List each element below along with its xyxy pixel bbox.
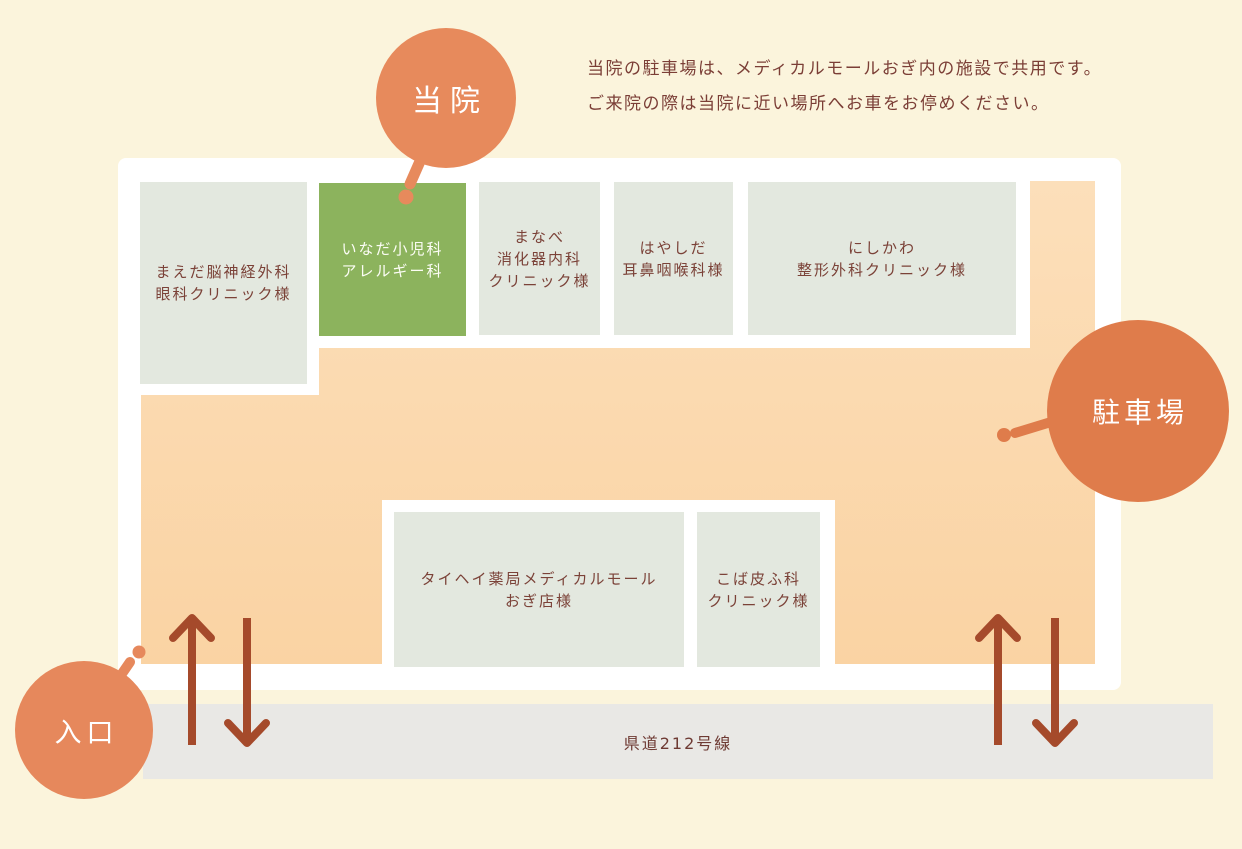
clinic-marker: 当院 <box>376 28 516 168</box>
entrance-marker-label: 入口 <box>54 717 119 749</box>
building-label-line: 耳鼻咽喉科様 <box>622 260 725 279</box>
building-label-line: にしかわ <box>847 238 916 257</box>
building-label-line: まなべ <box>513 227 565 246</box>
parking-marker-label: 駐車場 <box>1091 396 1188 429</box>
building-maeda-neurosurgery-eye-clinic: まえだ脳神経外科 眼科クリニック様 <box>140 182 307 384</box>
building-label-line: タイヘイ薬局メディカルモール <box>420 569 658 588</box>
road-label: 県道212号線 <box>623 733 733 753</box>
notice-line-2: ご来院の際は当院に近い場所へお車をお停めください。 <box>587 94 1050 114</box>
medical-mall-map-frame: まえだ脳神経外科 眼科クリニック様 いなだ小児科 アレルギー科 まなべ 消化器内… <box>118 158 1121 690</box>
building-label-line: おぎ店様 <box>504 591 573 610</box>
clinic-marker-label: 当院 <box>412 84 488 119</box>
notice-line-1: 当院の駐車場は、メディカルモールおぎ内の施設で共用です。 <box>587 59 1103 79</box>
entrance-marker: 入口 <box>15 661 153 799</box>
building-inada-pediatrics-allergy: いなだ小児科 アレルギー科 <box>319 183 466 336</box>
building-hayashida-ent-clinic: はやしだ 耳鼻咽喉科様 <box>614 182 733 335</box>
building-label-line: 整形外科クリニック様 <box>796 260 967 279</box>
building-label-line: クリニック様 <box>488 271 591 290</box>
building-taihei-pharmacy-medical-mall-ogi: タイヘイ薬局メディカルモール おぎ店様 <box>394 512 684 667</box>
building-koba-dermatology-clinic: こば皮ふ科 クリニック様 <box>697 512 820 667</box>
parking-notice: 当院の駐車場は、メディカルモールおぎ内の施設で共用です。 ご来院の際は当院に近い… <box>587 52 1102 122</box>
building-label-line: こば皮ふ科 <box>715 569 801 588</box>
building-label-line: クリニック様 <box>707 591 810 610</box>
road: 県道212号線 <box>143 704 1213 779</box>
building-label-line: アレルギー科 <box>341 261 444 280</box>
building-label-line: はやしだ <box>639 238 708 257</box>
building-label-line: いなだ小児科 <box>341 239 444 258</box>
building-label-line: まえだ脳神経外科 <box>155 263 292 281</box>
building-manabe-gastroenterology-clinic: まなべ 消化器内科 クリニック様 <box>479 182 600 335</box>
building-label-line: 消化器内科 <box>496 249 582 268</box>
parking-marker: 駐車場 <box>1047 320 1229 502</box>
building-label-line: 眼科クリニック様 <box>155 285 292 303</box>
building-nishikawa-orthopedics-clinic: にしかわ 整形外科クリニック様 <box>748 182 1016 335</box>
